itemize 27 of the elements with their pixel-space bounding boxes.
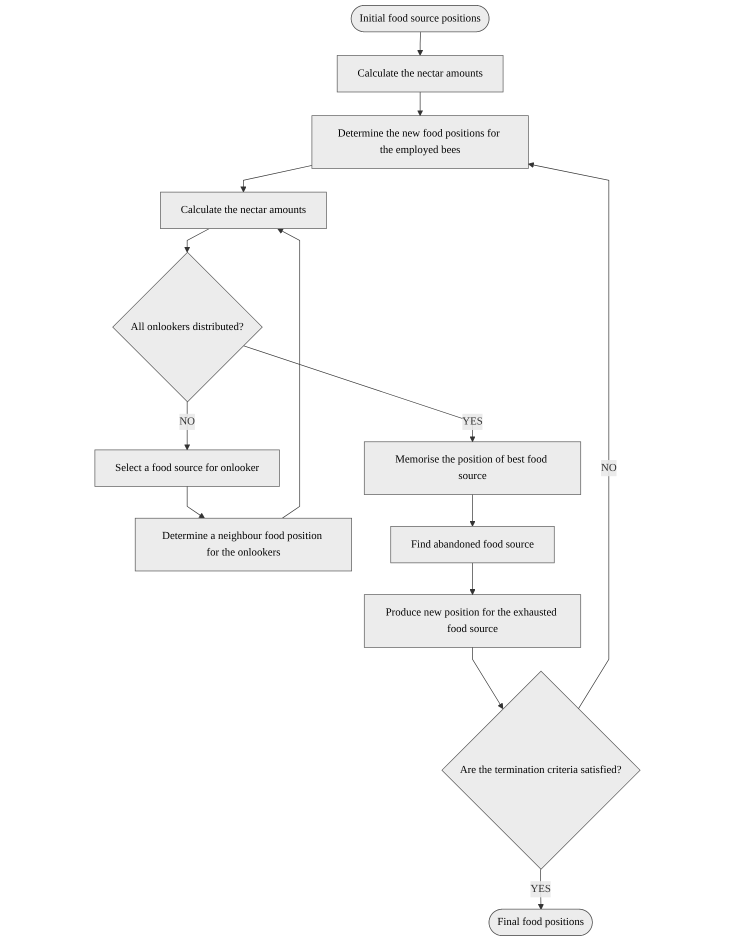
arrow bbox=[277, 228, 300, 519]
arrow bbox=[417, 92, 424, 116]
arrow bbox=[184, 402, 190, 450]
arrow bbox=[528, 162, 610, 710]
edge-label: NO bbox=[179, 416, 195, 428]
edge-label: NO bbox=[601, 462, 617, 474]
arrow bbox=[417, 32, 424, 56]
arrow bbox=[186, 486, 205, 518]
node-box: Calculate the nectar amounts bbox=[160, 192, 327, 229]
arrow bbox=[184, 228, 210, 253]
node-diamond: Are the termination criteria satisfied? bbox=[441, 670, 641, 870]
edge-label: YES bbox=[530, 883, 551, 895]
node-box: Determine the new food positions for the employed bees bbox=[312, 115, 529, 169]
node-box: Select a food source for onlooker bbox=[94, 450, 280, 487]
node-box: Produce new position for the exhausted food source bbox=[364, 594, 582, 648]
node-box: Find abandoned food source bbox=[390, 526, 555, 564]
edge-label: YES bbox=[462, 416, 483, 428]
arrow bbox=[242, 345, 476, 442]
node-diamond: All onlookers distributed? bbox=[112, 252, 263, 402]
node-box: Memorise the position of best food source bbox=[364, 441, 582, 495]
node-box: Calculate the nectar amounts bbox=[336, 55, 504, 92]
arrow bbox=[470, 562, 476, 595]
arrow bbox=[240, 165, 312, 192]
node-box: Determine a neighbour food position for the onlookers bbox=[134, 518, 352, 572]
arrow bbox=[472, 647, 504, 710]
arrow bbox=[538, 868, 544, 910]
arrow bbox=[470, 494, 476, 527]
